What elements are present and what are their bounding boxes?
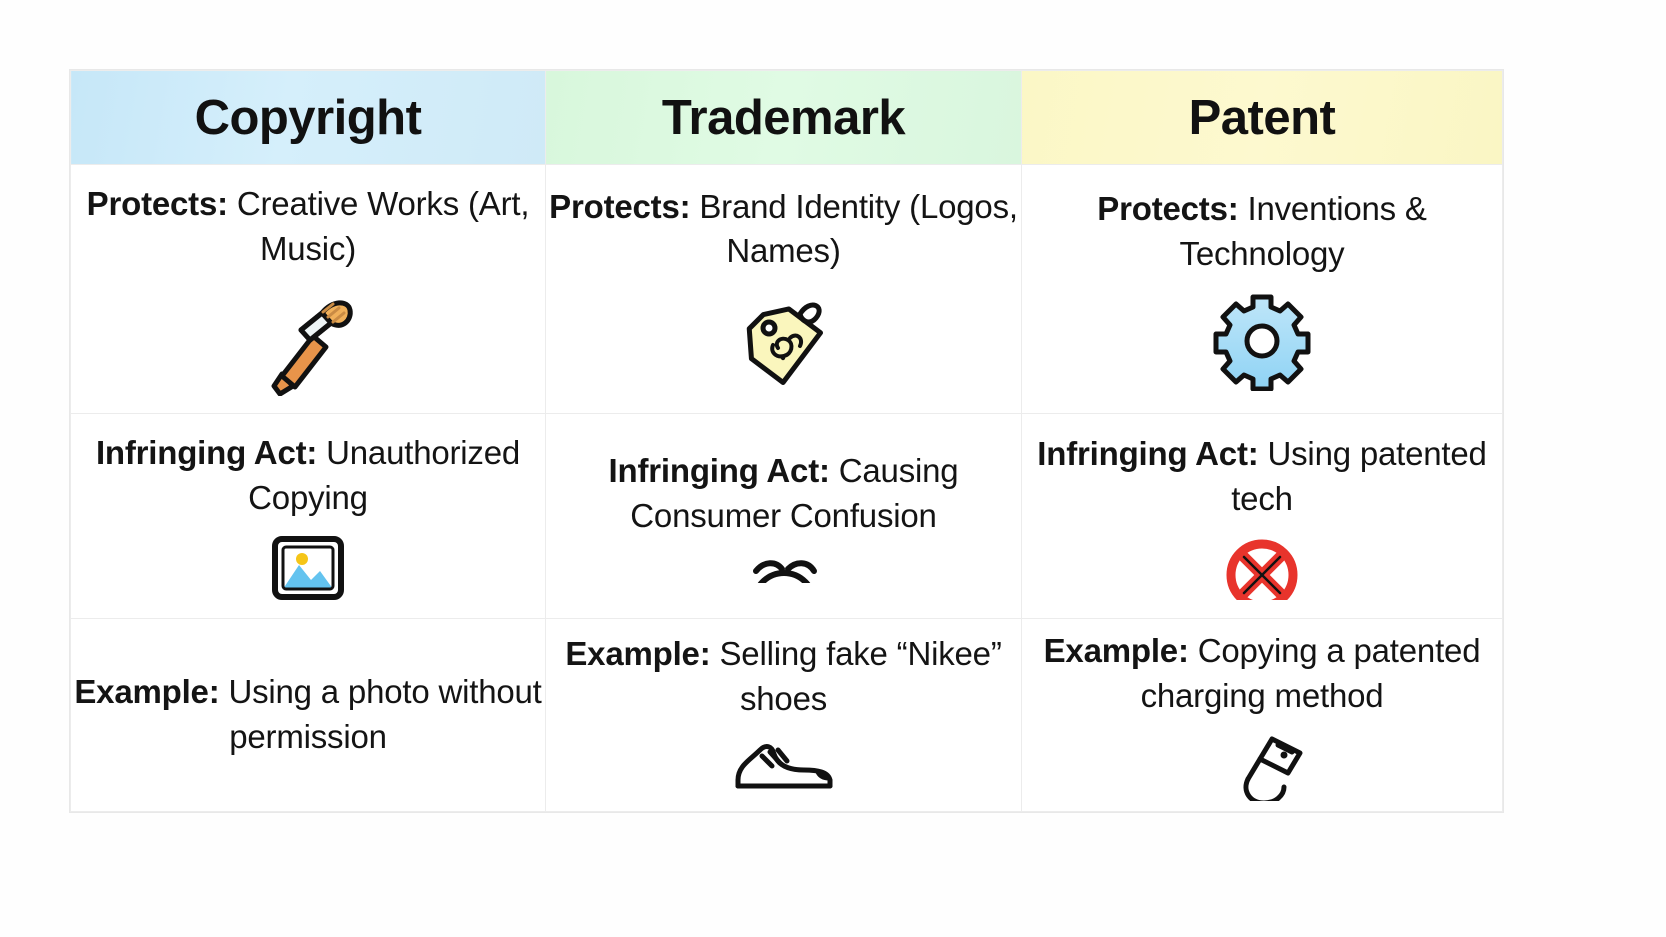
cell-text: Protects: Inventions & Technology — [1022, 187, 1502, 277]
cell-label: Example: — [1043, 632, 1189, 670]
table-row-protects: Protects: Creative Works (Art, Music) — [70, 164, 1503, 414]
cell-text: Example: Using a photo without permissio… — [71, 670, 545, 760]
cell-copyright-example: Example: Using a photo without permissio… — [70, 618, 546, 812]
cell-label: Example: — [74, 673, 220, 711]
cell-value: Creative Works (Art, Music) — [236, 185, 530, 267]
cell-value: Selling fake “Nikee” shoes — [719, 635, 1002, 718]
cell-text: Infringing Act: Unauthorized Copying — [71, 431, 545, 521]
cell-value: Brand Identity (Logos, Names) — [699, 187, 1018, 270]
cell-value: Unauthorized Copying — [248, 434, 521, 517]
cell-copyright-infringing-act: Infringing Act: Unauthorized Copying — [70, 412, 546, 620]
column-header-patent: Patent — [1021, 70, 1503, 165]
cell-patent-infringing-act: Infringing Act: Using patented tech — [1021, 412, 1503, 620]
usb-cable-icon — [1022, 733, 1502, 802]
table-row-example: Example: Using a photo without permissio… — [70, 618, 1503, 812]
cell-text: Example: Copying a patented charging met… — [1022, 629, 1502, 719]
cell-trademark-protects: Protects: Brand Identity (Logos, Names) — [545, 164, 1022, 414]
confused-face-icon — [546, 553, 1021, 583]
column-header-trademark: Trademark — [545, 70, 1022, 165]
cell-label: Protects: — [1097, 190, 1239, 227]
cell-text: Infringing Act: Using patented tech — [1022, 432, 1502, 522]
cell-trademark-infringing-act: Infringing Act: Causing Consumer Confusi… — [545, 412, 1022, 620]
table-row-infringing-act: Infringing Act: Unauthorized Copying — [70, 412, 1503, 620]
ip-comparison-table: Copyright Trademark Patent Protects: Cre… — [70, 70, 1503, 812]
cell-value: Using a photo without permission — [228, 673, 542, 756]
cell-copyright-protects: Protects: Creative Works (Art, Music) — [70, 164, 546, 414]
cell-label: Protects: — [549, 187, 691, 225]
cell-patent-protects: Protects: Inventions & Technology — [1021, 164, 1503, 414]
cell-value: Copying a patented charging method — [1140, 632, 1481, 715]
cell-label: Infringing Act: — [1037, 435, 1259, 473]
column-header-copyright: Copyright — [70, 70, 546, 165]
cell-label: Protects: — [86, 185, 228, 222]
cell-value: Using patented tech — [1231, 435, 1487, 518]
cell-text: Protects: Brand Identity (Logos, Names) — [546, 185, 1021, 275]
cell-text: Example: Selling fake “Nikee” shoes — [546, 632, 1021, 722]
cell-label: Example: — [565, 635, 711, 673]
cell-label: Infringing Act: — [608, 452, 830, 490]
price-tag-icon — [546, 288, 1021, 393]
cell-patent-example: Example: Copying a patented charging met… — [1021, 618, 1503, 812]
cell-trademark-example: Example: Selling fake “Nikee” shoes — [545, 618, 1022, 812]
table-header-row: Copyright Trademark Patent — [70, 70, 1503, 165]
cell-text: Infringing Act: Causing Consumer Confusi… — [546, 449, 1021, 539]
cell-value: Causing Consumer Confusion — [630, 452, 959, 535]
paintbrush-icon — [71, 286, 545, 396]
prohibited-icon — [1022, 536, 1502, 600]
photo-icon — [71, 535, 545, 601]
cell-text: Protects: Creative Works (Art, Music) — [71, 182, 545, 272]
cell-label: Infringing Act: — [95, 434, 318, 472]
gear-icon — [1022, 291, 1502, 391]
cell-value: Inventions & Technology — [1179, 190, 1427, 272]
sneaker-icon — [546, 736, 1021, 798]
